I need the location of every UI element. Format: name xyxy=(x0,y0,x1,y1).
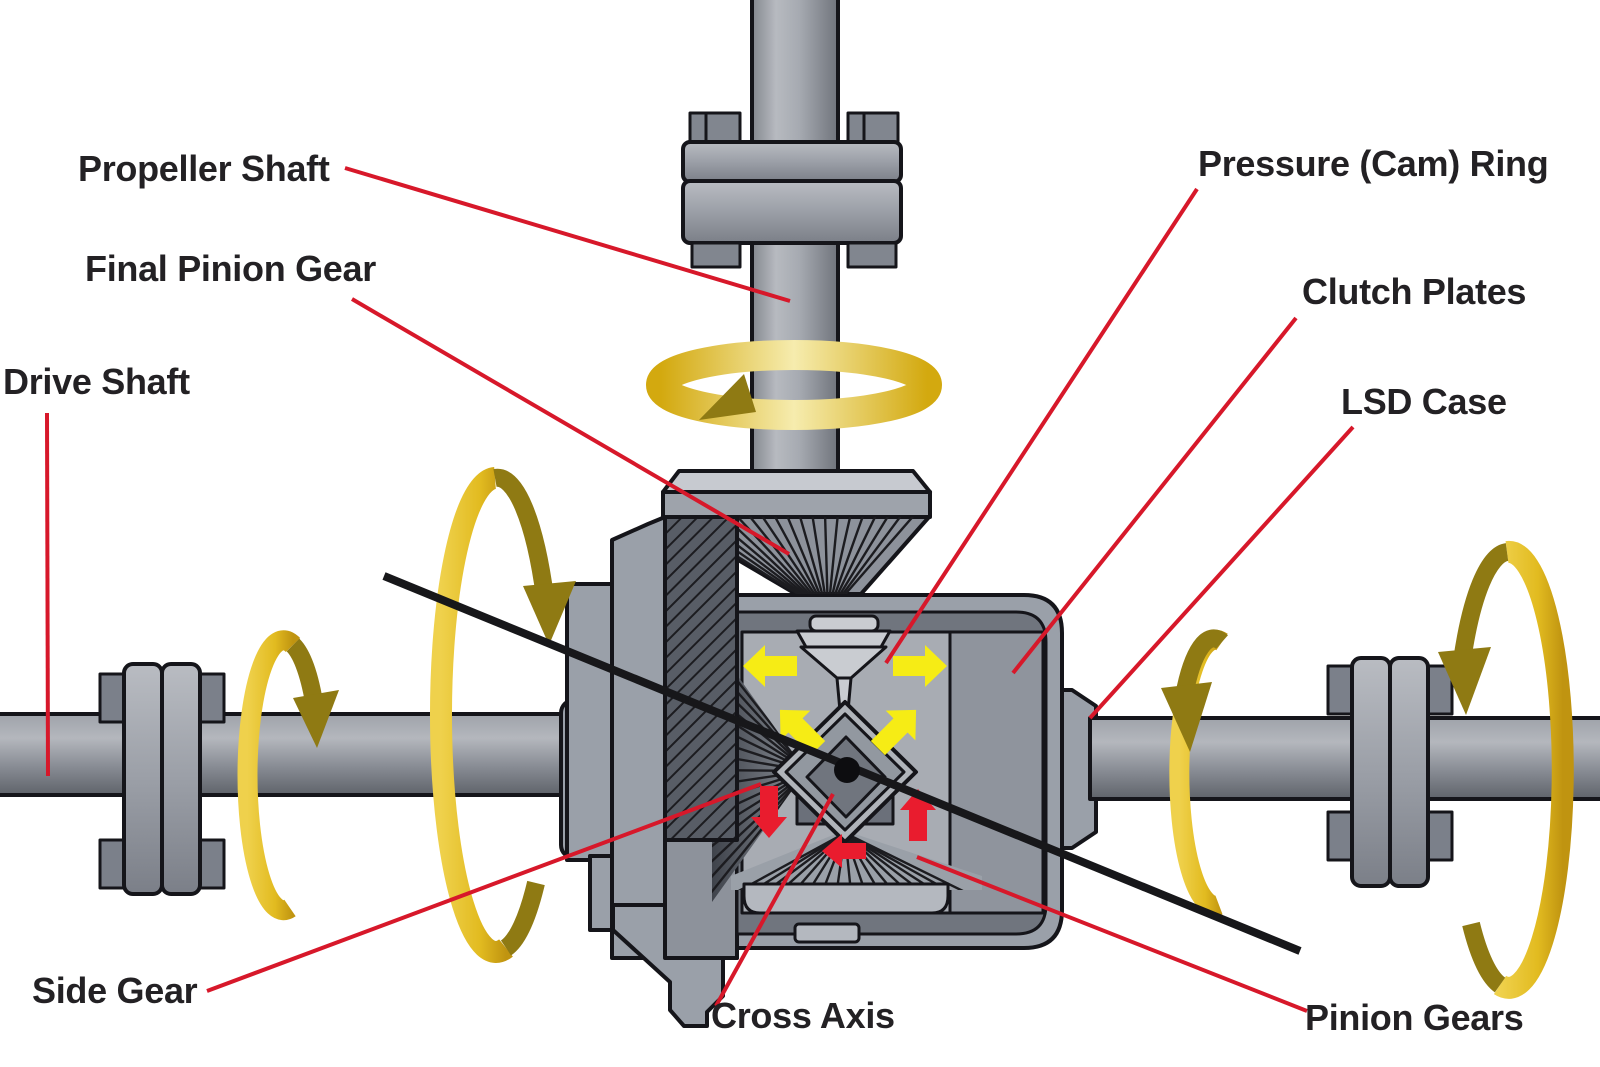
axle-rotation-arrow-large xyxy=(1438,540,1574,999)
leader-cross-axis xyxy=(714,793,835,1007)
label-lsd-case: LSD Case xyxy=(1341,381,1507,422)
label-pressure-cam-ring: Pressure (Cam) Ring xyxy=(1198,143,1549,184)
leader-clutch-plates xyxy=(1011,316,1298,675)
right-axle-flange xyxy=(1326,656,1454,888)
axle-rotation-arrow-small xyxy=(1161,629,1228,916)
reaction-arrows-red xyxy=(751,786,936,868)
leader-lsd-case xyxy=(1088,425,1355,720)
label-cross-axis: Cross Axis xyxy=(711,995,895,1036)
leader-propeller-shaft xyxy=(344,166,791,303)
leader-pressure-cam-ring xyxy=(884,187,1199,665)
drive-shaft-rotation-arrow-small xyxy=(237,630,339,921)
drive-shaft-rotation-arrow-large xyxy=(429,467,576,963)
clutch-plates-block xyxy=(948,630,1045,915)
drive-shaft-flange xyxy=(98,662,226,896)
housing-left-blocks xyxy=(559,515,739,1028)
leader-drive-shaft xyxy=(45,412,50,777)
label-final-pinion-gear: Final Pinion Gear xyxy=(85,248,376,289)
leader-side-gear xyxy=(206,782,762,993)
side-gear-hub-plate xyxy=(742,882,950,915)
label-propeller-shaft: Propeller Shaft xyxy=(78,148,330,189)
leader-lines xyxy=(45,166,1355,1013)
label-side-gear: Side Gear xyxy=(32,970,198,1011)
cross-axis-pivot-dot xyxy=(834,757,860,783)
leader-final-pinion-gear xyxy=(350,297,791,556)
label-drive-shaft: Drive Shaft xyxy=(3,361,190,402)
ring-gear-column xyxy=(663,515,739,842)
side-gear-bottom-fan xyxy=(731,833,982,944)
final-pinion-gear-graphic xyxy=(661,469,932,842)
outward-pressure-arrows-yellow xyxy=(743,645,947,756)
pressure-cam-ring-graphic xyxy=(795,614,892,724)
drive-shaft-graphic xyxy=(0,712,574,797)
label-pinion-gears: Pinion Gears xyxy=(1305,997,1524,1038)
propeller-shaft-rotation-arrow xyxy=(646,340,942,430)
case-bottom-tab xyxy=(793,922,861,944)
label-clutch-plates: Clutch Plates xyxy=(1302,271,1527,312)
propeller-shaft-flange xyxy=(681,111,903,269)
leader-pinion-gears xyxy=(916,855,1308,1013)
right-axle-shaft-graphic xyxy=(1088,716,1600,801)
